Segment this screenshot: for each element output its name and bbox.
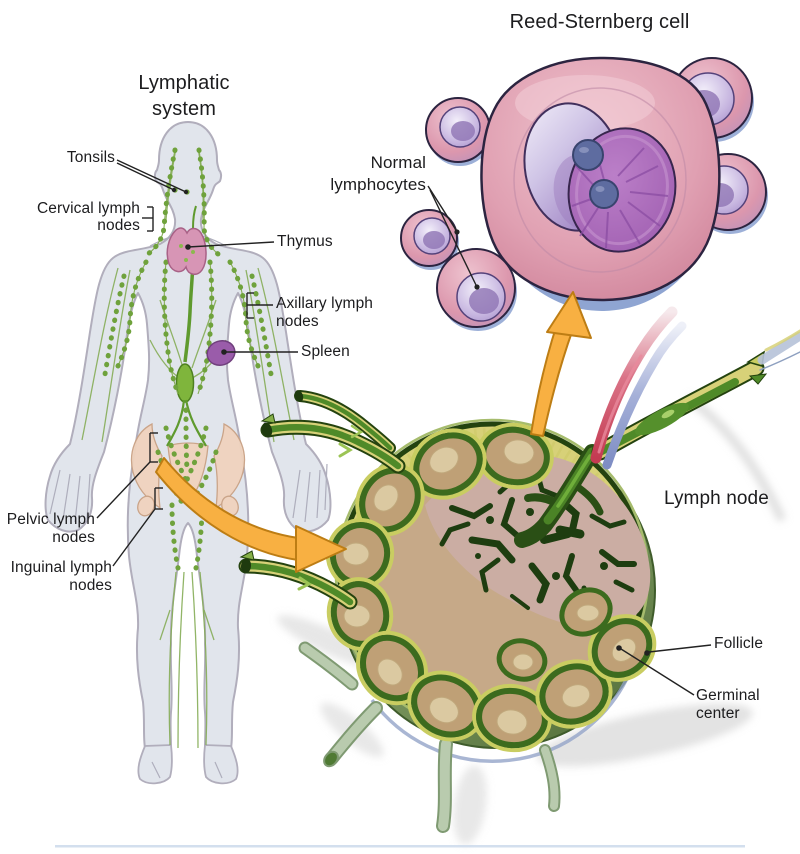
nucleolus-right xyxy=(589,179,619,209)
cervical-lymph-nodes-label: Cervical lymph nodes xyxy=(36,200,140,235)
cervical-pointer xyxy=(142,206,154,232)
vein xyxy=(602,321,687,470)
pelvis-bones xyxy=(130,422,246,517)
germinal-center-label: Germinal center xyxy=(696,687,760,723)
efferent-vessel xyxy=(591,329,800,461)
follicles xyxy=(325,422,657,753)
arrow-body-to-node xyxy=(155,457,347,573)
afferent-vessels xyxy=(238,390,406,610)
reed-sternberg-title: Reed-Sternberg cell xyxy=(509,11,690,33)
blood-vessels xyxy=(590,306,687,470)
thymus-label: Thymus xyxy=(277,233,333,250)
artery xyxy=(590,306,678,464)
inguinal-lymph-nodes-label: Inguinal lymph nodes xyxy=(10,559,112,595)
spleen-label: Spleen xyxy=(301,343,350,360)
left-foot xyxy=(137,744,173,785)
spleen-pointer xyxy=(221,349,298,355)
hilum-trunk xyxy=(514,444,604,548)
pelvic-lymph-nodes-label: Pelvic lymph nodes xyxy=(6,511,95,547)
inguinal-pointer xyxy=(112,487,163,567)
germinal-center-pointer xyxy=(616,645,695,696)
lymph-node-label: Lymph node xyxy=(664,488,769,509)
axillary-lymph-nodes-label: Axillary lymph nodes xyxy=(276,295,374,331)
medullary-sinuses xyxy=(439,465,637,610)
follicle-pointer xyxy=(644,644,712,656)
nucleolus-left xyxy=(572,139,604,171)
pointer-lines xyxy=(96,159,712,696)
drop-shadows xyxy=(277,394,787,845)
tonsils-pointer xyxy=(116,159,189,195)
node-cut-face xyxy=(325,418,657,753)
reed-sternberg-cell xyxy=(400,56,768,331)
thymus-pointer xyxy=(185,241,275,250)
uncut-vessels xyxy=(298,641,561,833)
hand-finger-lines xyxy=(49,233,328,779)
body-silhouette xyxy=(44,121,332,749)
right-foot xyxy=(203,744,239,785)
normal-lymphocyte-cells-front xyxy=(400,209,517,331)
normal-lymphocytes-pointer xyxy=(427,185,480,290)
axillary-pointer xyxy=(246,292,273,319)
spleen-illustration xyxy=(206,340,236,366)
bottom-divider-line xyxy=(55,845,745,848)
tonsils-label: Tonsils xyxy=(66,149,115,166)
pelvic-pointer xyxy=(96,432,158,519)
normal-lymphocyte-cells-back xyxy=(425,57,768,234)
lymph-node-illustration xyxy=(238,306,800,845)
cisterna-chyli xyxy=(175,363,195,403)
follicle-label: Follicle xyxy=(714,635,764,652)
arrow-node-to-cell xyxy=(530,291,592,437)
thymus-illustration xyxy=(166,227,207,275)
normal-lymphocytes-label: Normal lymphocytes xyxy=(330,153,426,195)
body-figure xyxy=(44,121,332,785)
lymphatic-system-title: Lymphatic system xyxy=(138,72,230,120)
zoom-arrows xyxy=(155,291,592,573)
